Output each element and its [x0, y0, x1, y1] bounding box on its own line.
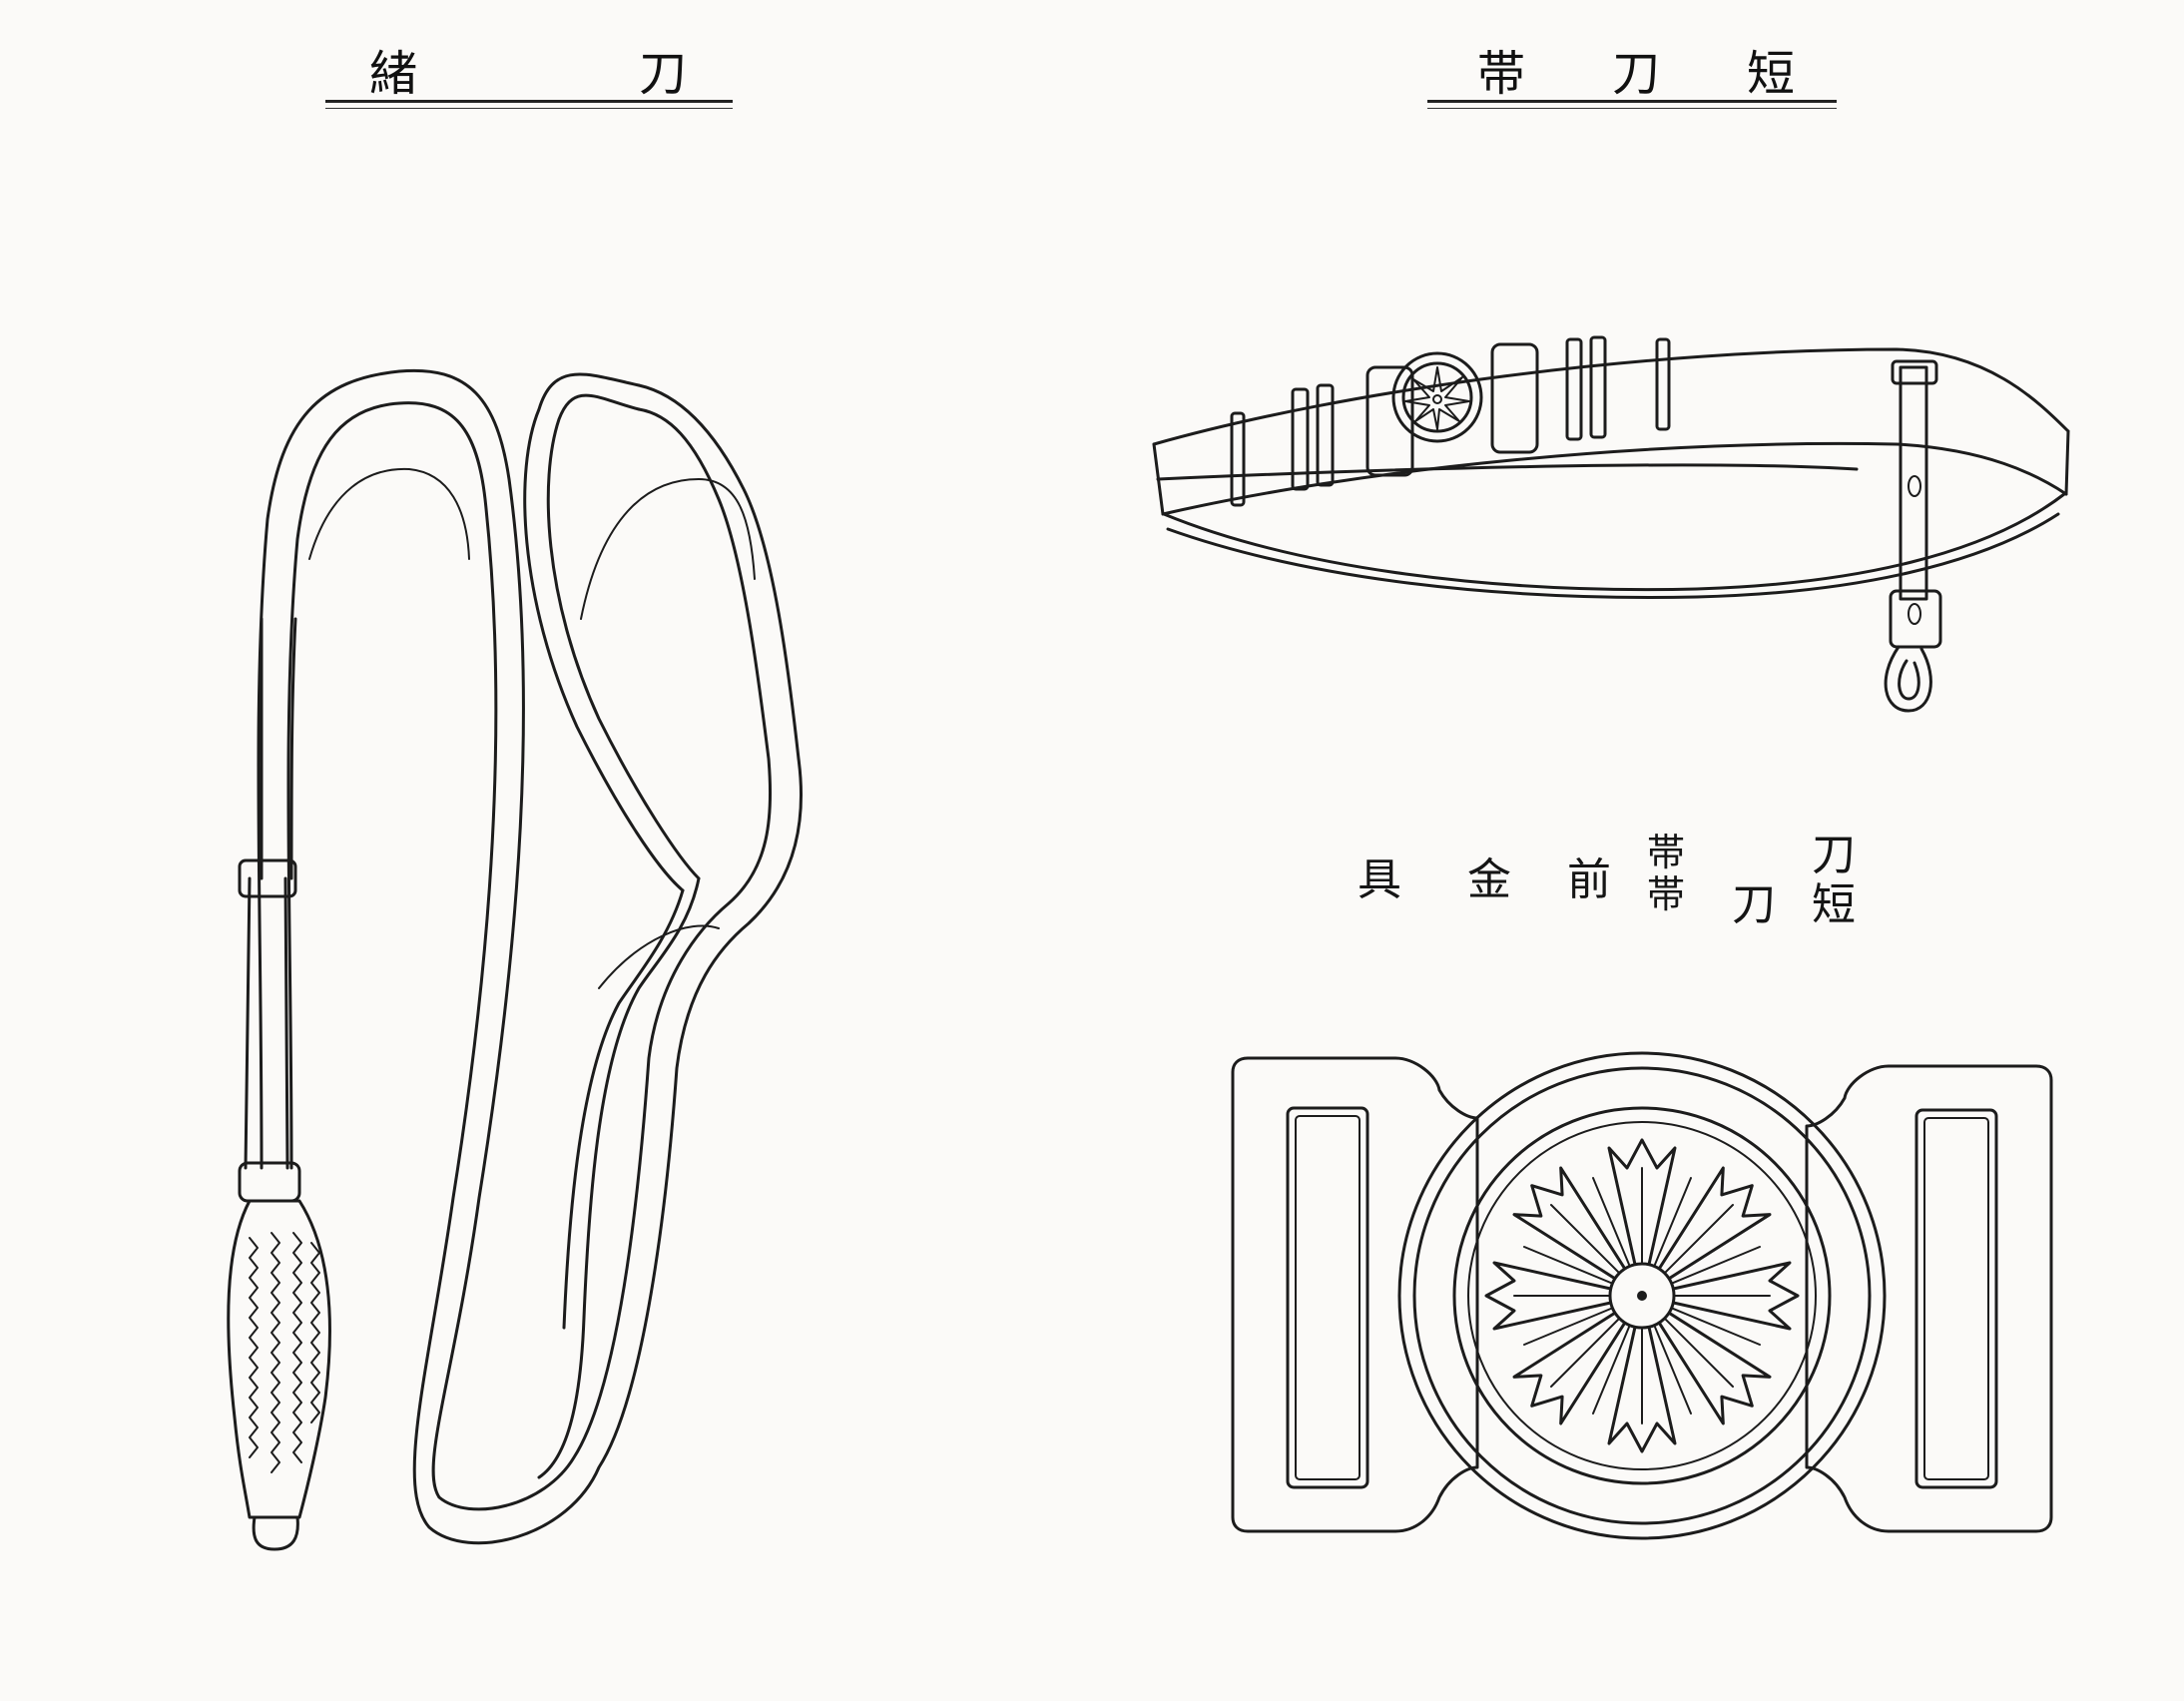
sword-knot-stem [238, 617, 297, 1170]
belt-buckle-small [1365, 342, 1539, 477]
caption-col1-top: 刀 [1812, 830, 1856, 880]
caption-col3-bottom: 帯 [1647, 872, 1686, 916]
buckle-emblem-sun [1484, 1138, 1800, 1453]
caption-col2: 刀 [1732, 879, 1776, 930]
caption-col3-top: 帯 [1647, 831, 1686, 874]
right-title-char-1: 帯 [1477, 46, 1526, 102]
sword-knot-tassel [227, 1161, 331, 1551]
sword-knot-cord [257, 368, 803, 1545]
sword-knot-illustration [227, 368, 803, 1551]
buckle-roundel [1397, 1051, 1887, 1540]
left-title-rule-thin [325, 108, 733, 109]
right-title: 帯 刀 短 [1437, 50, 1837, 100]
right-title-rule-thin [1427, 108, 1837, 109]
left-title-rule [325, 100, 733, 103]
belt-keepers [1230, 335, 1671, 507]
belt-hanger-strap [1884, 359, 1942, 713]
caption-word-3: 具 [1358, 854, 1401, 905]
left-title: 緒 刀 [329, 50, 729, 100]
right-title-char-2: 刀 [1612, 46, 1661, 102]
caption-word-2: 金 [1467, 854, 1511, 905]
left-title-char-1: 緒 [369, 46, 418, 102]
belt-buckle-caption: 刀 短 刀 帯 帯 前 金 具 [1358, 834, 1867, 943]
left-title-char-2: 刀 [639, 46, 688, 102]
belt-band [1152, 347, 2070, 599]
caption-word-1: 前 [1567, 854, 1611, 905]
buckle-right-plate [1805, 1064, 2053, 1533]
right-title-char-3: 短 [1747, 46, 1796, 102]
buckle-left-plate [1231, 1056, 1479, 1533]
right-title-rule [1427, 100, 1837, 103]
belt-buckle-large-illustration [1231, 1051, 2053, 1540]
caption-col1-bottom: 短 [1812, 879, 1856, 930]
